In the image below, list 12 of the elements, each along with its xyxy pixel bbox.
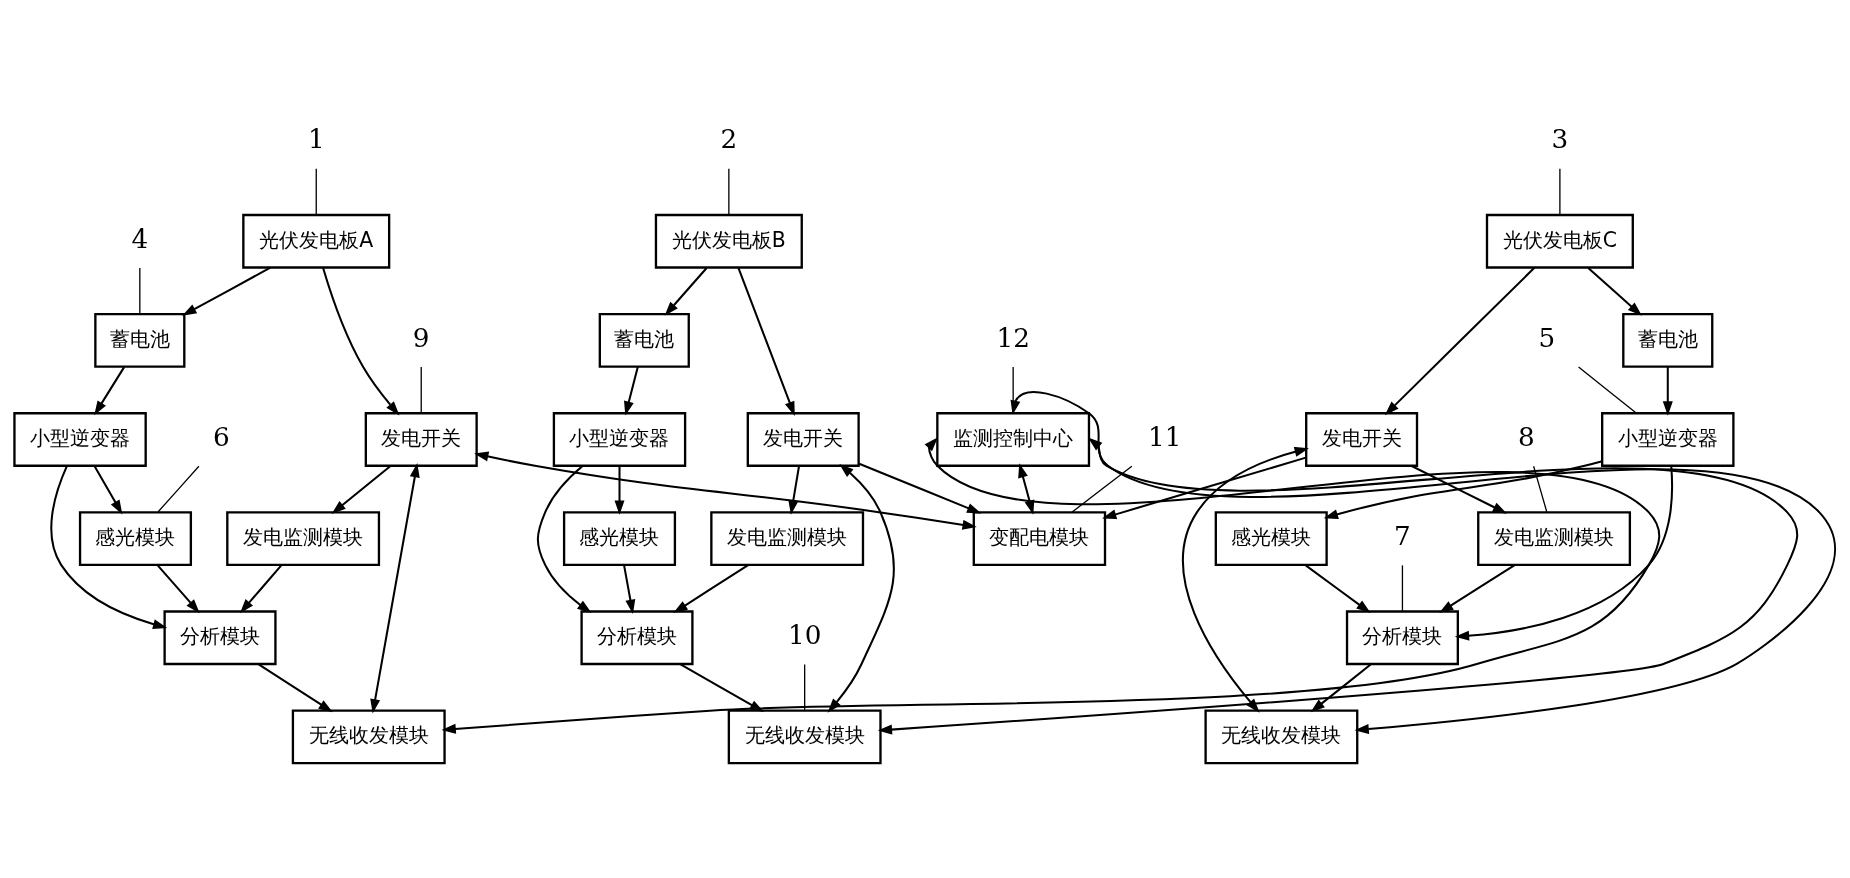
node-text: 2: [720, 123, 738, 154]
node-text: 9: [412, 322, 430, 353]
node-text: 3: [1551, 123, 1569, 154]
node-text: 7: [1394, 520, 1411, 551]
node-text: 6: [213, 421, 230, 452]
node-text: 8: [1518, 421, 1535, 452]
node-text: 1: [307, 123, 325, 154]
node-text: 11: [1148, 421, 1182, 452]
node-text: 5: [1538, 322, 1556, 353]
node-text: 4: [131, 223, 149, 254]
node-text: 12: [996, 322, 1030, 353]
node-text: 10: [787, 619, 822, 650]
